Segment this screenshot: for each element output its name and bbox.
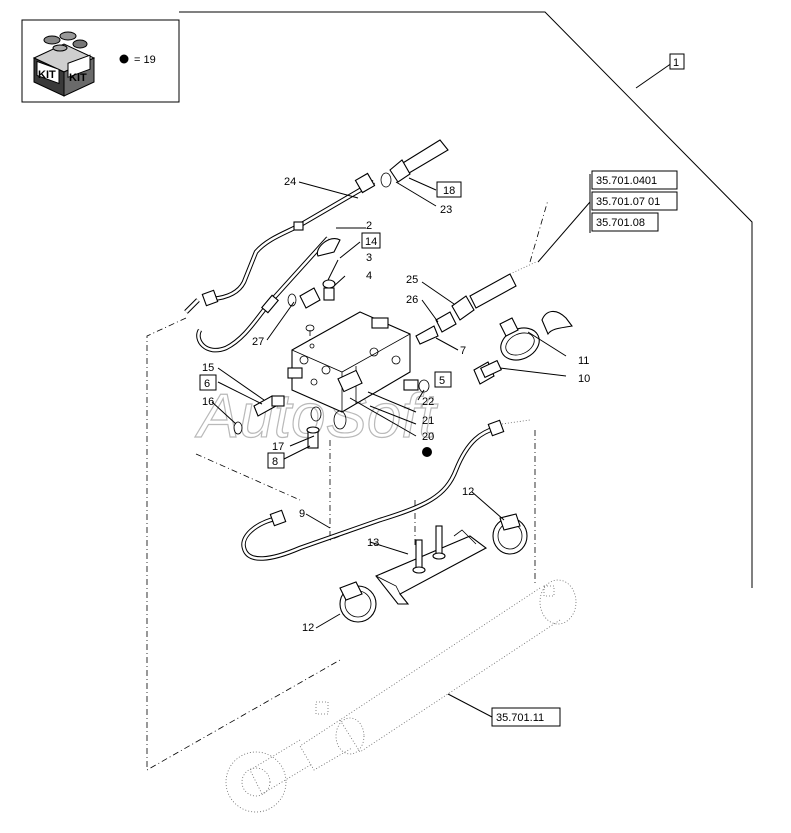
label-12b: 12 — [302, 622, 314, 634]
reference-boxes: 35.701.0401 35.701.07 01 35.701.08 35.70… — [491, 170, 678, 727]
valve-block — [287, 311, 419, 413]
label-3: 3 — [366, 252, 372, 264]
label-11: 11 — [578, 355, 589, 367]
kit-box-icon: KIT KIT — [32, 31, 96, 97]
label-24: 24 — [284, 176, 296, 188]
pipe-24 — [184, 172, 376, 314]
elbow-fitting — [287, 279, 336, 332]
o-ring-27 — [305, 324, 315, 332]
alignment-guides — [146, 199, 549, 771]
label-13: 13 — [367, 537, 379, 549]
label-2: 2 — [366, 220, 372, 232]
label-25: 25 — [406, 274, 418, 286]
label-8: 8 — [272, 456, 278, 468]
label-22: 22 — [422, 396, 434, 408]
label-box-8 — [267, 452, 285, 469]
label-9: 9 — [299, 508, 305, 520]
label-box-5 — [434, 371, 452, 388]
hydraulic-cylinder — [225, 579, 577, 813]
ref-box-4 — [491, 707, 561, 727]
label-box-6 — [199, 374, 217, 391]
label-6: 6 — [204, 378, 210, 390]
label-box-18 — [436, 181, 462, 198]
label-5: 5 — [439, 375, 445, 387]
label-10: 10 — [578, 373, 590, 385]
hose-end-top — [380, 139, 449, 188]
pipe-9 — [241, 419, 531, 561]
bracket-13 — [375, 525, 488, 605]
o-ring-23 — [380, 172, 392, 188]
ref-box-3 — [591, 212, 659, 232]
leader-line-1 — [635, 62, 673, 89]
kit-word-left: KIT — [38, 69, 56, 81]
label-4: 4 — [366, 270, 372, 282]
ref-4: 35.701.11 — [496, 712, 544, 724]
bracket-11 — [541, 310, 573, 336]
label-20: 20 — [422, 431, 434, 443]
clamp-10 — [499, 310, 573, 361]
label-7: 7 — [460, 345, 466, 357]
label-23: 23 — [440, 204, 452, 216]
label-1: 1 — [673, 57, 679, 69]
ref-2: 35.701.07 01 — [596, 196, 660, 208]
label-26: 26 — [406, 294, 418, 306]
legend-dot-text: = 19 — [134, 54, 156, 66]
clamp-12-upper — [492, 513, 528, 555]
label-16: 16 — [202, 396, 214, 408]
part-labels: 24 2 14 3 4 18 23 27 25 26 7 11 10 15 6 … — [199, 176, 590, 634]
label-27: 27 — [252, 336, 264, 348]
ref-box-2 — [591, 191, 678, 211]
leader-lines — [211, 177, 591, 718]
fittings-right — [415, 261, 537, 385]
kit-word-right: KIT — [69, 72, 87, 84]
ref-3: 35.701.08 — [596, 217, 645, 229]
ref-box-1 — [591, 170, 678, 190]
ref-1: 35.701.0401 — [596, 175, 657, 187]
bullet-dot-icon — [119, 54, 129, 64]
kit-dot-19-icon — [422, 447, 432, 457]
clamp-12-lower — [339, 581, 377, 623]
label-21: 21 — [422, 415, 434, 427]
label-box-14 — [361, 232, 381, 249]
hose-14 — [196, 236, 341, 353]
fittings-left — [233, 379, 430, 449]
kit-legend: KIT KIT = 19 — [21, 19, 180, 103]
assembly-bracket-line — [179, 11, 753, 588]
label-15: 15 — [202, 362, 214, 374]
label-12a: 12 — [462, 486, 474, 498]
label-18: 18 — [443, 185, 455, 197]
label-14: 14 — [365, 236, 377, 248]
label-box-1 — [669, 53, 685, 70]
label-17: 17 — [272, 441, 284, 453]
